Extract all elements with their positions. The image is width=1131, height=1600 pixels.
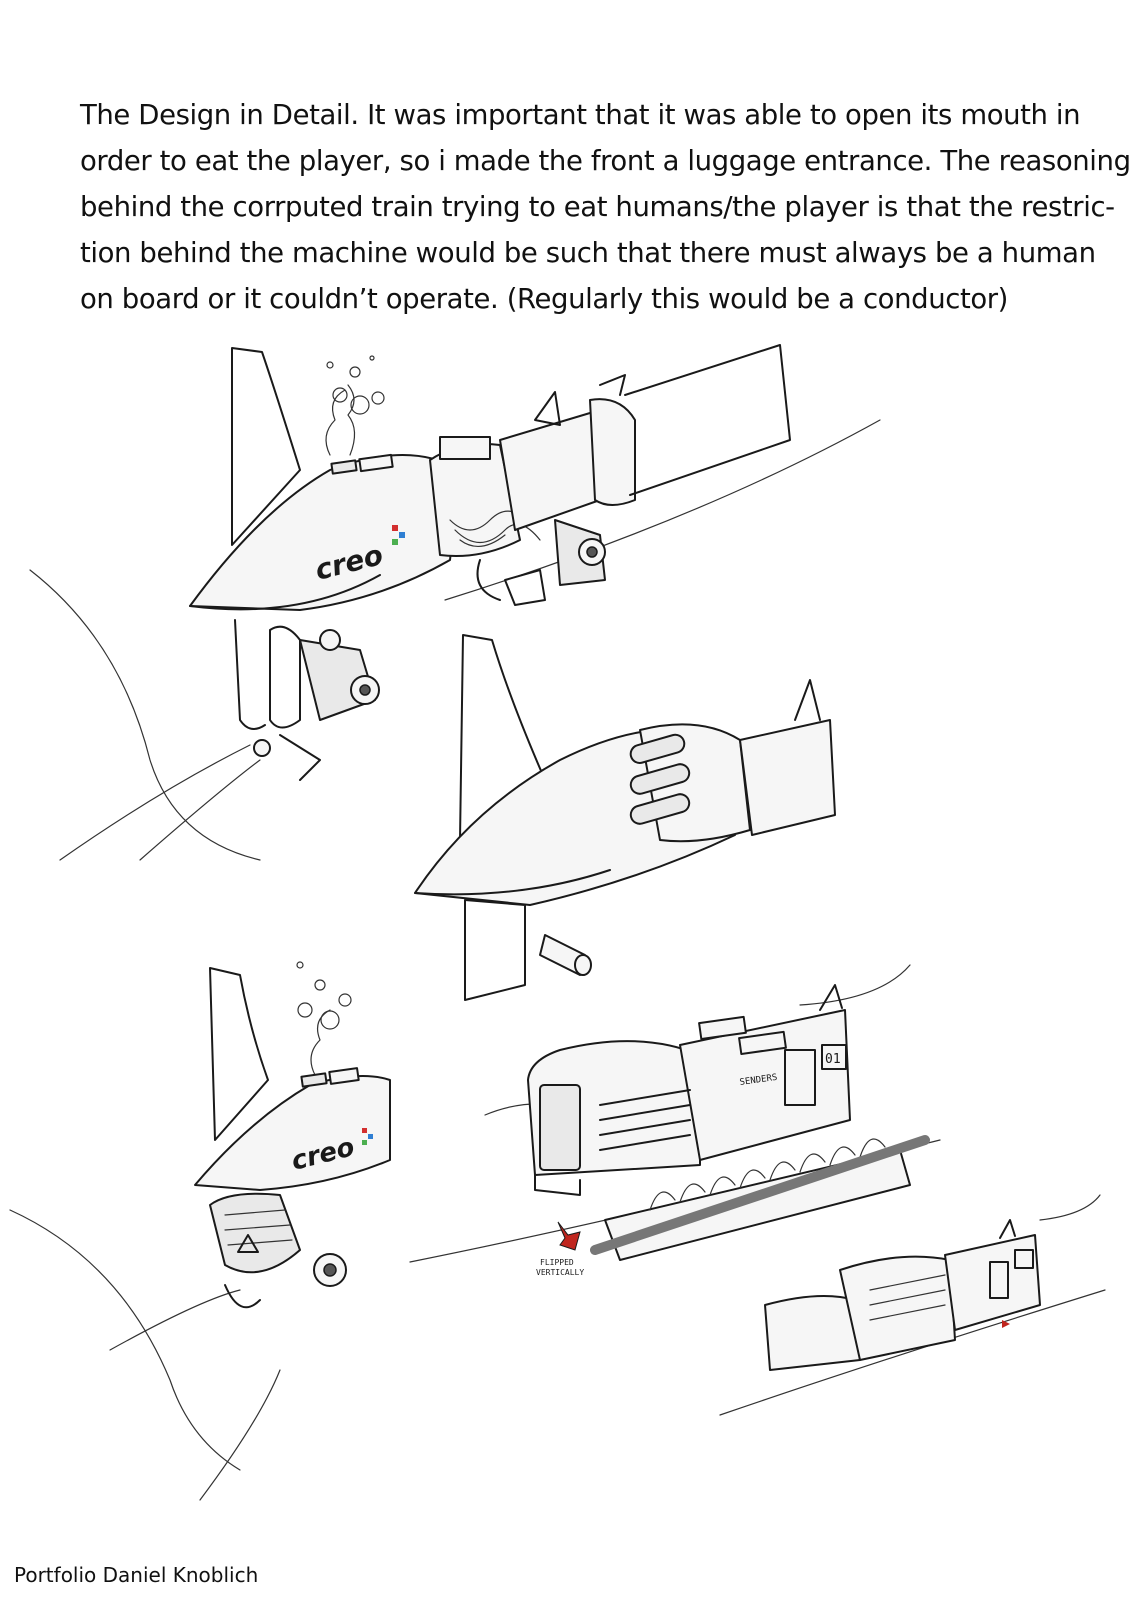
roof-box (439, 436, 491, 460)
cable-bottom-2 (109, 1289, 241, 1351)
logo-mark-icon-2 (362, 1128, 373, 1145)
flip-arrow-icon (557, 1221, 581, 1251)
warning-triangle-icon (237, 1234, 259, 1253)
annotation-line-1: FLIPPED (540, 1258, 574, 1267)
cable-bottom-1 (9, 1209, 241, 1471)
guide-rod (590, 1135, 930, 1255)
slot-2 (629, 763, 691, 795)
wheel-assembly-rear (476, 519, 606, 606)
annotation-line-2: VERTICALLY (536, 1268, 584, 1277)
nose-upper-jaw (194, 1075, 391, 1191)
roof-fin-car (819, 984, 843, 1011)
intro-line-3: behind the corrputed train trying to eat… (80, 191, 1115, 223)
intro-line-2: order to eat the player, so i made the f… (80, 145, 1131, 177)
luggage-opening (539, 1084, 581, 1171)
vent-2 (358, 453, 394, 473)
intro-line-4: tion behind the machine would be such th… (80, 237, 1096, 269)
sketch-train-mouth-open: creo (9, 961, 391, 1501)
fin-mouth (209, 967, 269, 1141)
rail-small (719, 1289, 1106, 1416)
small-car-shell (839, 1255, 956, 1361)
slot-1 (629, 733, 686, 764)
cable-left (29, 569, 261, 861)
dorsal-fin (231, 347, 301, 546)
vent-mouth-2 (328, 1067, 360, 1085)
wheel-assembly-front (253, 625, 380, 781)
rear-fin-simple (794, 679, 821, 721)
rear-section-simple (739, 719, 836, 836)
slot-3 (629, 793, 691, 825)
sketch-train-head-simple (414, 634, 836, 1001)
cable-left-2 (59, 744, 251, 861)
small-car-front (764, 1295, 861, 1371)
axle-end (574, 954, 592, 976)
cable-left-3 (139, 759, 261, 861)
footer-credit: Portfolio Daniel Knoblich (14, 1563, 259, 1587)
front-skirt (234, 619, 266, 730)
intro-paragraph: The Design in Detail. It was important t… (80, 92, 1131, 322)
roller-teeth (649, 1138, 886, 1211)
rear-cylinder (499, 409, 601, 531)
small-arrow-icon (1002, 1320, 1010, 1328)
car-door (784, 1049, 816, 1106)
mouth-interior (209, 1192, 301, 1274)
intro-line-5: on board or it couldn’t operate. (Regula… (80, 283, 1008, 315)
sketch-train-car-small (719, 1194, 1106, 1416)
sketch-train-car: SENDERS 01 FLIPPED VERTICALLY (409, 964, 941, 1277)
vent-1 (330, 459, 358, 475)
sketch-train-head-detailed: creo (29, 344, 881, 861)
nose-simple-lower (414, 869, 611, 896)
car-front-base (534, 1174, 581, 1196)
small-car-door (989, 1261, 1009, 1299)
small-car-plate (1014, 1249, 1034, 1269)
cable-small (1039, 1194, 1101, 1221)
vent-mouth-1 (300, 1072, 328, 1088)
roof-box-car-1 (698, 1015, 747, 1040)
lower-fin-simple (464, 899, 526, 1001)
rear-box (624, 344, 791, 496)
car-number: 01 (825, 1052, 841, 1067)
nose-lower-edge (189, 574, 381, 611)
car-number-plate (821, 1044, 847, 1070)
car-main-body (679, 1009, 851, 1161)
steam-puffs (325, 355, 385, 456)
steam-puffs-2 (296, 961, 352, 1076)
cable-bottom-3 (199, 1369, 281, 1501)
intro-line-1: The Design in Detail. It was important t… (80, 99, 1081, 131)
cable-car-top (799, 964, 911, 1006)
roof-box-car-2 (738, 1030, 787, 1055)
rear-antenna (599, 374, 626, 396)
logo-mark-icon (392, 525, 405, 545)
rear-flange (589, 398, 636, 506)
nose-body (189, 454, 461, 611)
